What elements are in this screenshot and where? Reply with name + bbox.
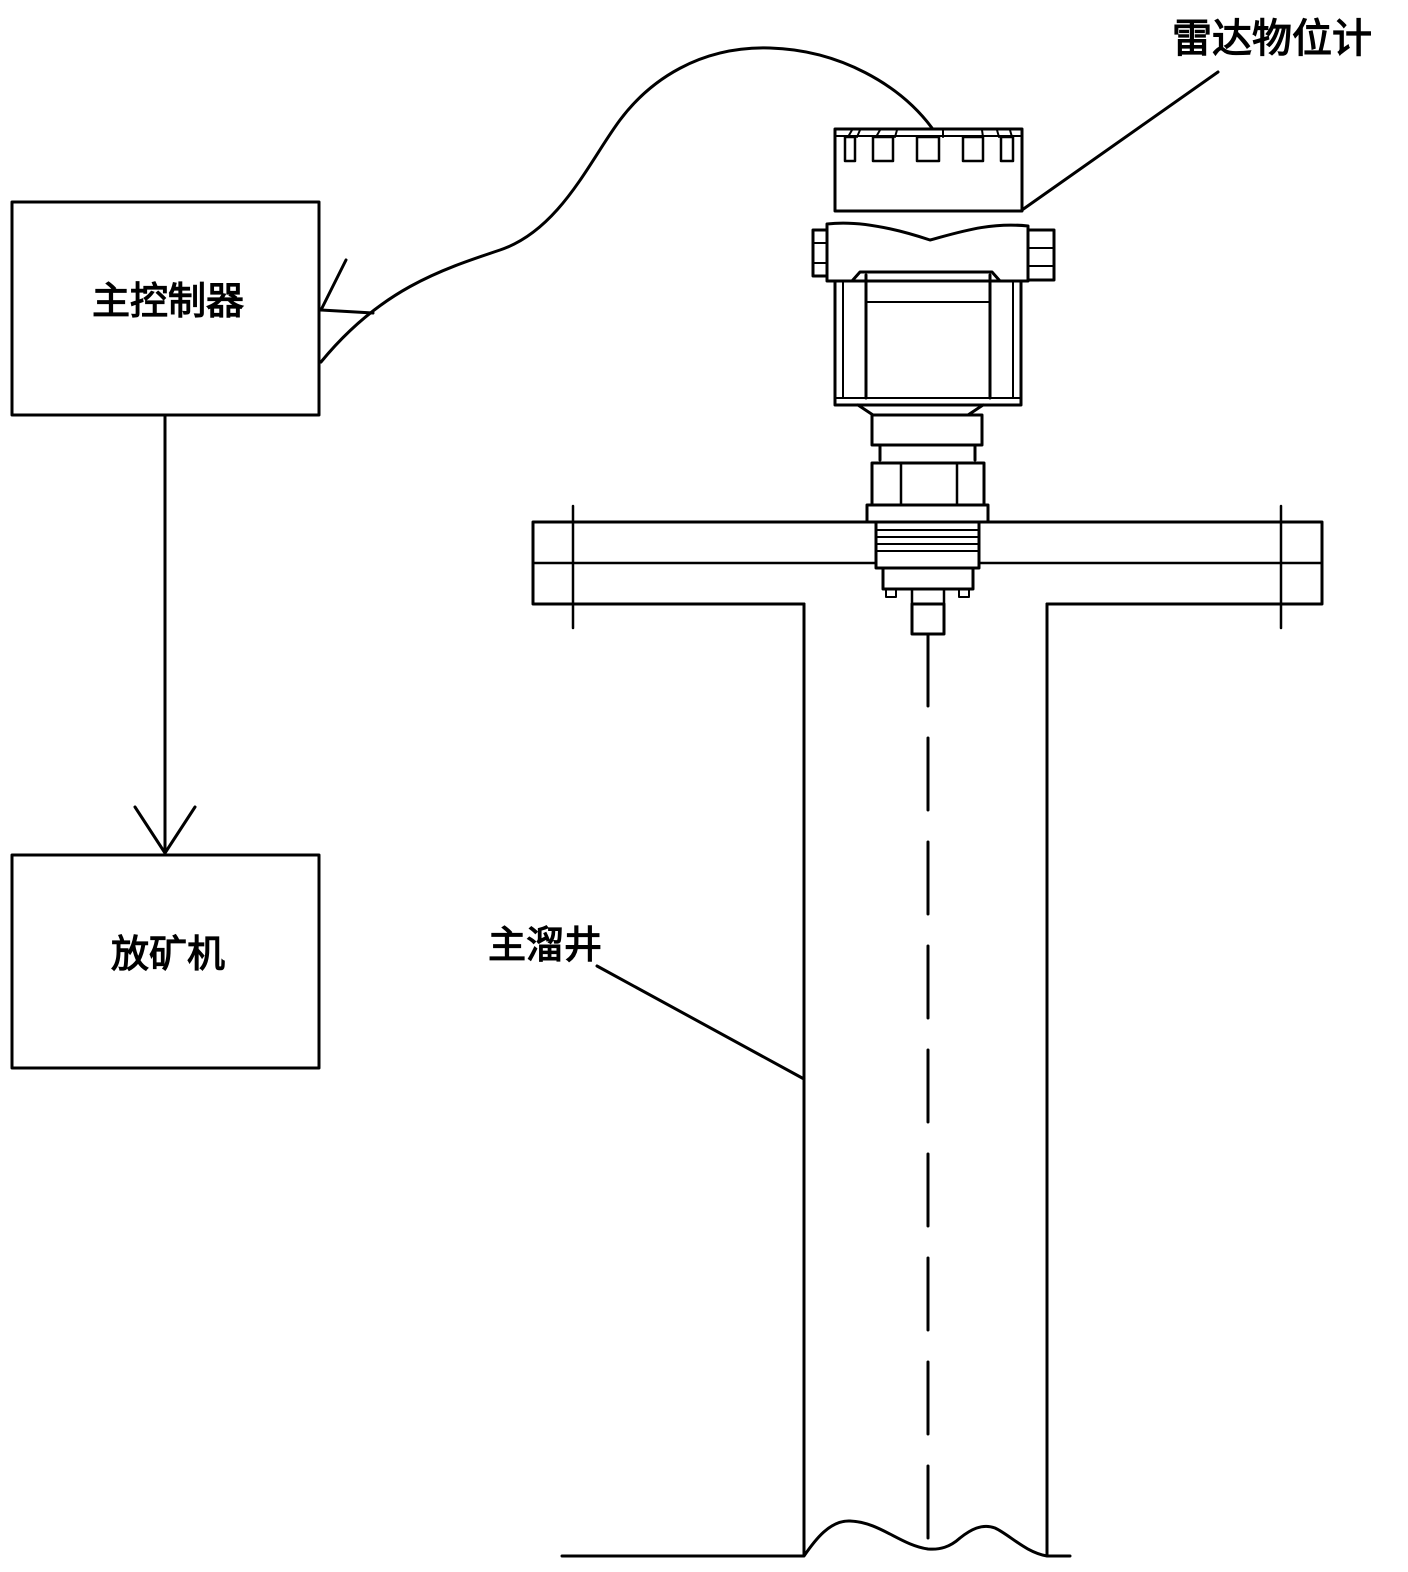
radar-body xyxy=(833,279,1023,407)
radar-level-meter xyxy=(811,127,1056,636)
signal-cable-curve xyxy=(319,46,934,364)
radar-leader-line xyxy=(1020,70,1220,212)
radar-neck xyxy=(870,413,984,447)
ore-drawing-machine-node: 放矿机 xyxy=(10,853,321,1070)
mounting-collar xyxy=(865,503,990,524)
break-line xyxy=(560,1519,1072,1558)
cap-grip-teeth xyxy=(843,129,1015,163)
radar-housing-band xyxy=(825,221,1030,283)
controller-to-machine-arrow xyxy=(133,413,197,855)
arrow-head-icon xyxy=(319,258,348,312)
radar-antenna xyxy=(910,602,946,636)
mounting-flange xyxy=(531,504,1324,630)
ore-drawing-machine-label: 放矿机 xyxy=(111,932,225,976)
right-side-nut xyxy=(1026,228,1056,282)
main-controller-label: 主控制器 xyxy=(92,279,245,323)
main-ore-pass xyxy=(560,602,1072,1558)
main-ore-pass-label: 主溜井 xyxy=(488,923,602,967)
radar-callout: 雷达物位计 xyxy=(1020,16,1372,212)
arrow-head-icon xyxy=(133,805,197,855)
ore-pass-leader-line xyxy=(595,964,806,1081)
main-controller-node: 主控制器 xyxy=(10,200,321,417)
radar-to-controller-arrow xyxy=(319,46,934,364)
left-side-nut xyxy=(811,228,829,278)
ore-pass-callout: 主溜井 xyxy=(488,923,806,1081)
radar-level-meter-label: 雷达物位计 xyxy=(1172,16,1372,62)
radar-cap xyxy=(833,127,1024,213)
hex-nut xyxy=(870,461,986,507)
ore-drawing-machine-box xyxy=(10,853,321,1070)
arrow-head-icon xyxy=(319,308,375,315)
